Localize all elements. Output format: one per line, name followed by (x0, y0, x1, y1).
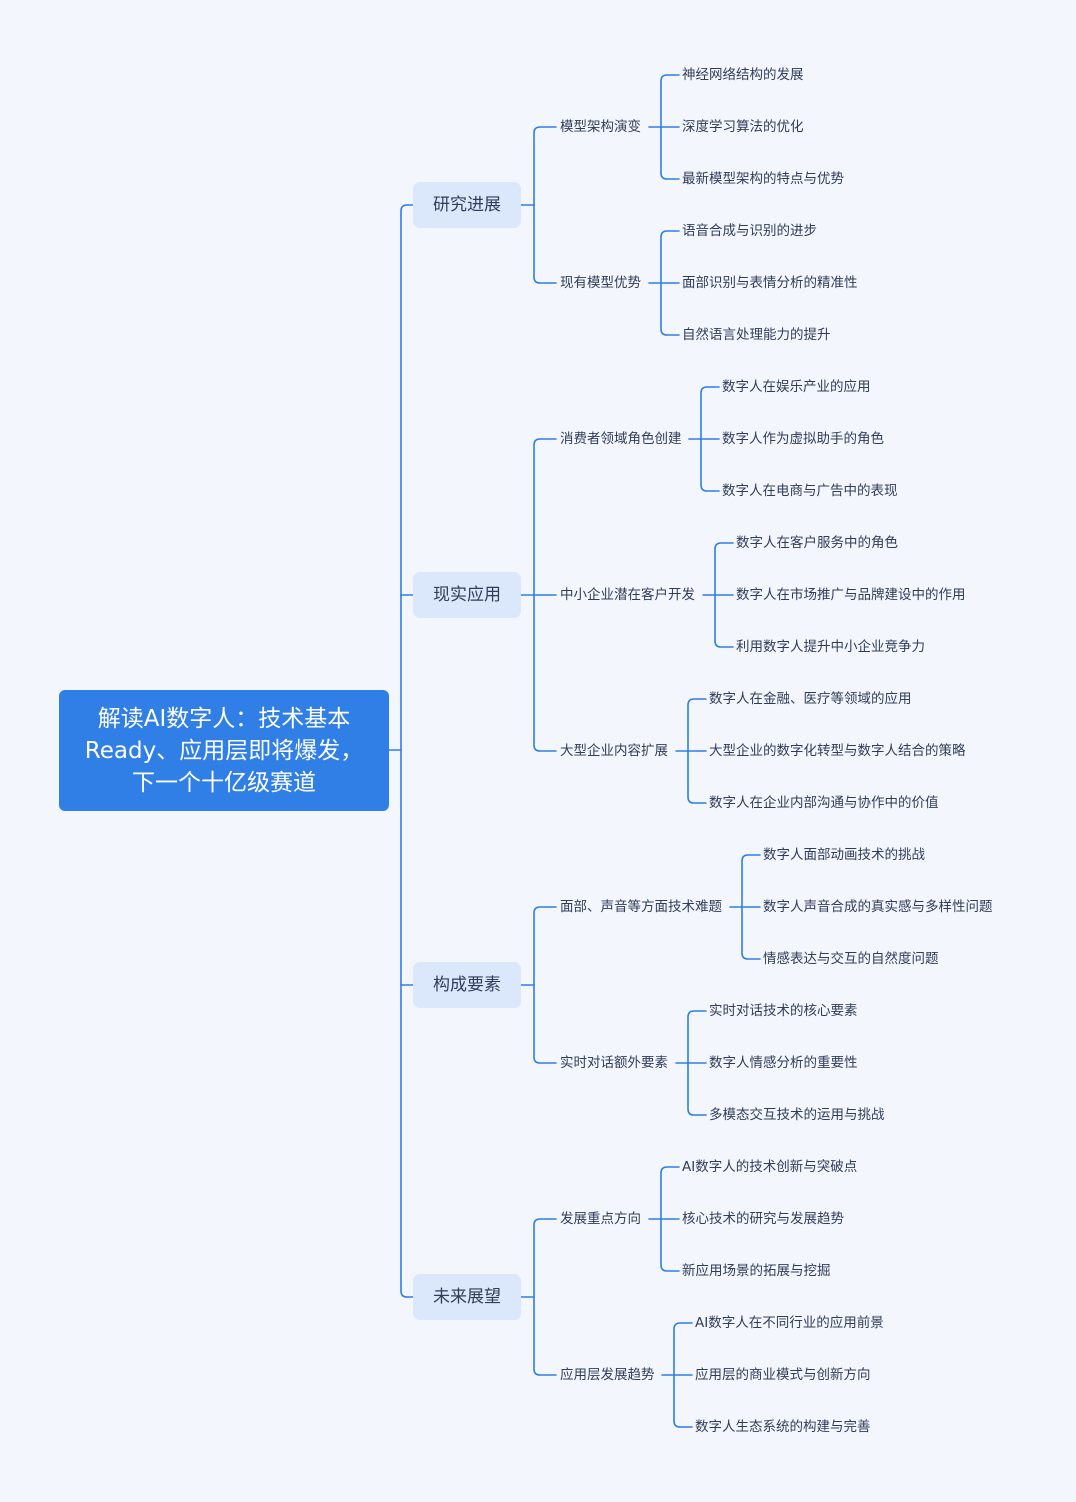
connector-line (533, 1296, 557, 1376)
leaf-node[interactable]: 面部识别与表情分析的精准性 (682, 275, 858, 291)
leaf-node[interactable]: 实时对话技术的核心要素 (709, 1003, 858, 1019)
connector-line (741, 854, 761, 908)
leaf-node[interactable]: 核心技术的研究与发展趋势 (682, 1211, 844, 1227)
connector-line (660, 1218, 680, 1272)
leaf-node[interactable]: 数字人在市场推广与品牌建设中的作用 (736, 587, 966, 603)
subtopic-node[interactable]: 消费者领域角色创建 (560, 431, 682, 447)
connector-line (673, 1322, 693, 1376)
connector-line (660, 74, 680, 128)
leaf-node[interactable]: 深度学习算法的优化 (682, 119, 804, 135)
root-topic-label: 解读AI数字人：技术基本Ready、应用层即将爆发，下一个十亿级赛道 (84, 705, 364, 796)
leaf-node[interactable]: 利用数字人提升中小企业竞争力 (736, 639, 925, 655)
leaf-node[interactable]: 大型企业的数字化转型与数字人结合的策略 (709, 743, 966, 759)
connector-line (687, 750, 707, 804)
leaf-node[interactable]: 数字人情感分析的重要性 (709, 1055, 858, 1071)
connector-line (533, 906, 557, 986)
connector-line (741, 906, 761, 960)
leaf-node[interactable]: 数字人作为虚拟助手的角色 (722, 431, 884, 447)
connector-line (660, 126, 680, 180)
branch-node[interactable]: 构成要素 (413, 962, 521, 1008)
leaf-node[interactable]: 应用层的商业模式与创新方向 (695, 1367, 871, 1383)
leaf-node[interactable]: 语音合成与识别的进步 (682, 223, 817, 239)
connector-line (687, 698, 707, 752)
leaf-node[interactable]: 自然语言处理能力的提升 (682, 327, 831, 343)
connector-line (714, 542, 734, 596)
subtopic-node[interactable]: 应用层发展趋势 (560, 1367, 655, 1383)
connector-line (533, 204, 557, 284)
connector-line (660, 230, 680, 284)
leaf-node[interactable]: 神经网络结构的发展 (682, 67, 804, 83)
subtopic-node[interactable]: 实时对话额外要素 (560, 1055, 668, 1071)
leaf-node[interactable]: 数字人在电商与广告中的表现 (722, 483, 898, 499)
leaf-node[interactable]: 数字人在金融、医疗等领域的应用 (709, 691, 912, 707)
leaf-node[interactable]: 数字人声音合成的真实感与多样性问题 (763, 899, 993, 915)
connector-line (533, 438, 557, 596)
leaf-node[interactable]: 数字人在客户服务中的角色 (736, 535, 898, 551)
leaf-node[interactable]: 多模态交互技术的运用与挑战 (709, 1107, 885, 1123)
branch-node[interactable]: 未来展望 (413, 1274, 521, 1320)
subtopic-node[interactable]: 大型企业内容扩展 (560, 743, 668, 759)
subtopic-node[interactable]: 发展重点方向 (560, 1211, 641, 1227)
leaf-node[interactable]: AI数字人的技术创新与突破点 (682, 1159, 858, 1175)
leaf-node[interactable]: 最新模型架构的特点与优势 (682, 171, 844, 187)
subtopic-node[interactable]: 面部、声音等方面技术难题 (560, 899, 722, 915)
connector-line (400, 204, 414, 751)
leaf-node[interactable]: 数字人生态系统的构建与完善 (695, 1419, 871, 1435)
connector-line (687, 1062, 707, 1116)
subtopic-node[interactable]: 中小企业潜在客户开发 (560, 587, 695, 603)
leaf-node[interactable]: 情感表达与交互的自然度问题 (763, 951, 939, 967)
connector-line (400, 749, 414, 1298)
connector-line (673, 1374, 693, 1428)
connector-line (533, 1218, 557, 1298)
root-topic[interactable]: 解读AI数字人：技术基本Ready、应用层即将爆发，下一个十亿级赛道 (59, 690, 389, 811)
leaf-node[interactable]: 数字人在娱乐产业的应用 (722, 379, 871, 395)
subtopic-node[interactable]: 模型架构演变 (560, 119, 641, 135)
connector-line (533, 126, 557, 206)
subtopic-node[interactable]: 现有模型优势 (560, 275, 641, 291)
connector-line (533, 594, 557, 752)
leaf-node[interactable]: AI数字人在不同行业的应用前景 (695, 1315, 884, 1331)
connector-line (714, 594, 734, 648)
connector-line (700, 438, 720, 492)
connector-line (660, 282, 680, 336)
leaf-node[interactable]: 数字人面部动画技术的挑战 (763, 847, 925, 863)
branch-node[interactable]: 研究进展 (413, 182, 521, 228)
connector-line (700, 386, 720, 440)
leaf-node[interactable]: 数字人在企业内部沟通与协作中的价值 (709, 795, 939, 811)
connector-line (687, 1010, 707, 1064)
connector-line (660, 1166, 680, 1220)
connector-line (533, 984, 557, 1064)
leaf-node[interactable]: 新应用场景的拓展与挖掘 (682, 1263, 831, 1279)
branch-node[interactable]: 现实应用 (413, 572, 521, 618)
